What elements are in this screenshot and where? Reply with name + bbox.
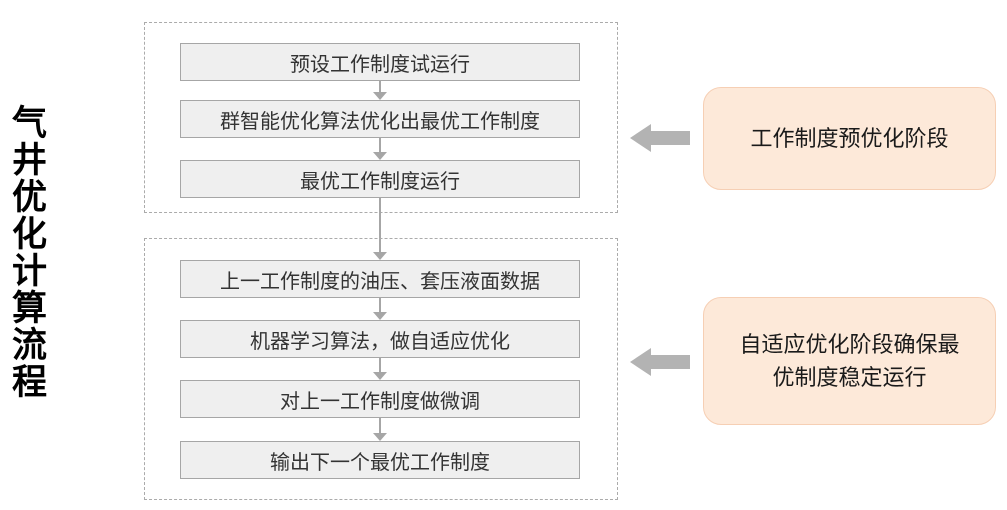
down-arrow-icon bbox=[373, 81, 387, 100]
step-machine-learning-adaptive: 机器学习算法，做自适应优化 bbox=[180, 320, 580, 358]
stage2-dashed-frame bbox=[144, 238, 618, 500]
diagram-title: 气井优化计算流程 bbox=[7, 104, 46, 400]
step-swarm-optimization: 群智能优化算法优化出最优工作制度 bbox=[180, 100, 580, 138]
callout-label: 自适应优化阶段确保最优制度稳定运行 bbox=[739, 332, 960, 390]
stage1-dashed-frame bbox=[144, 22, 618, 213]
left-block-arrow-icon bbox=[630, 348, 690, 376]
step-output-next-optimal: 输出下一个最优工作制度 bbox=[180, 441, 580, 479]
down-arrow-icon bbox=[373, 358, 387, 380]
callout-label: 工作制度预优化阶段 bbox=[750, 126, 949, 151]
down-arrow-icon bbox=[373, 418, 387, 441]
left-block-arrow-icon bbox=[630, 124, 690, 152]
down-arrow-icon bbox=[373, 138, 387, 160]
step-fine-tune-regime: 对上一工作制度做微调 bbox=[180, 380, 580, 418]
callout-pre-optimization-phase: 工作制度预优化阶段 bbox=[703, 87, 996, 190]
step-pressure-liquid-data: 上一工作制度的油压、套压液面数据 bbox=[180, 260, 580, 298]
callout-adaptive-phase: 自适应优化阶段确保最优制度稳定运行 bbox=[703, 297, 996, 425]
step-preset-trial-run: 预设工作制度试运行 bbox=[180, 43, 580, 81]
down-arrow-icon bbox=[373, 298, 387, 320]
down-arrow-icon bbox=[373, 198, 387, 260]
step-optimal-regime-run: 最优工作制度运行 bbox=[180, 160, 580, 198]
